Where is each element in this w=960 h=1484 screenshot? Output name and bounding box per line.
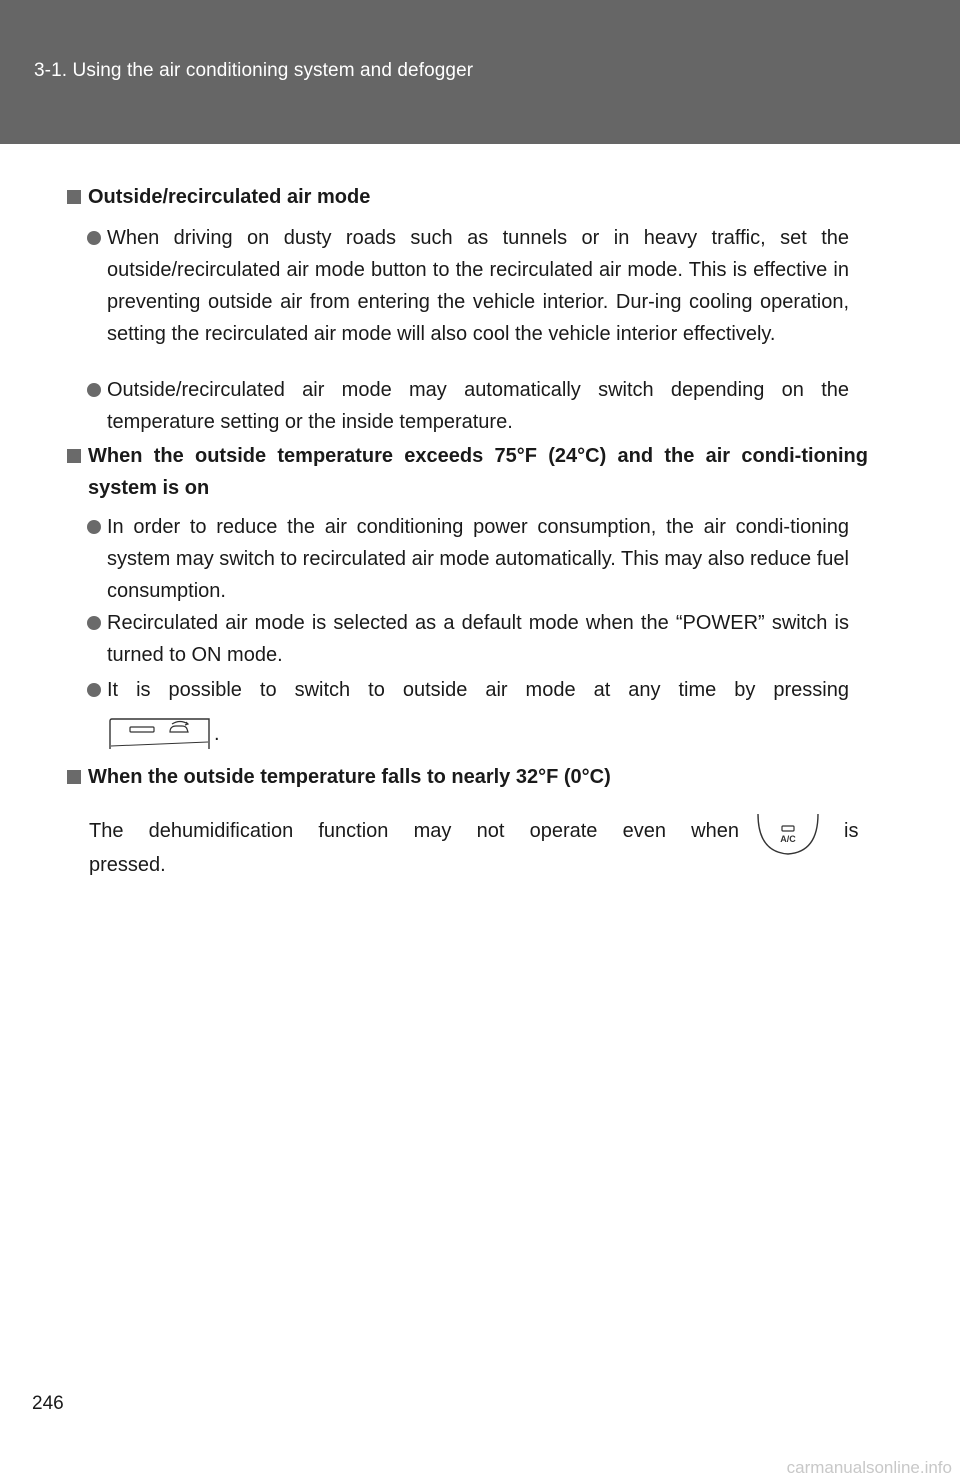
watermark: carmanualsonline.info xyxy=(786,1458,952,1477)
ac-button-icon: A/C xyxy=(757,813,819,855)
paragraph-dehumidification: The dehumidification function may not op… xyxy=(89,820,859,876)
list-item: It is possible to switch to outside air … xyxy=(87,674,849,706)
ac-button-label: A/C xyxy=(780,834,796,844)
page-number: 246 xyxy=(32,1393,64,1414)
section-heading-outside-temp-exceeds: When the outside temperature exceeds 75°… xyxy=(67,440,868,504)
round-bullet-icon xyxy=(87,616,101,630)
round-bullet-icon xyxy=(87,520,101,534)
list-item: Recirculated air mode is selected as a d… xyxy=(87,607,849,671)
header-title: 3-1. Using the air conditioning system a… xyxy=(34,60,474,81)
page-header: 3-1. Using the air conditioning system a… xyxy=(0,0,960,144)
list-item: Outside/recirculated air mode may automa… xyxy=(87,374,849,438)
round-bullet-icon xyxy=(87,683,101,697)
section-heading-outside-recirculated: Outside/recirculated air mode xyxy=(67,181,868,213)
square-bullet-icon xyxy=(67,770,81,784)
list-item: When driving on dusty roads such as tunn… xyxy=(87,222,849,350)
square-bullet-icon xyxy=(67,449,81,463)
square-bullet-icon xyxy=(67,190,81,204)
list-item: In order to reduce the air conditioning … xyxy=(87,511,849,607)
round-bullet-icon xyxy=(87,231,101,245)
recirculated-air-button-icon xyxy=(109,718,210,749)
section-heading-outside-temp-falls: When the outside temperature falls to ne… xyxy=(67,761,868,793)
round-bullet-icon xyxy=(87,383,101,397)
